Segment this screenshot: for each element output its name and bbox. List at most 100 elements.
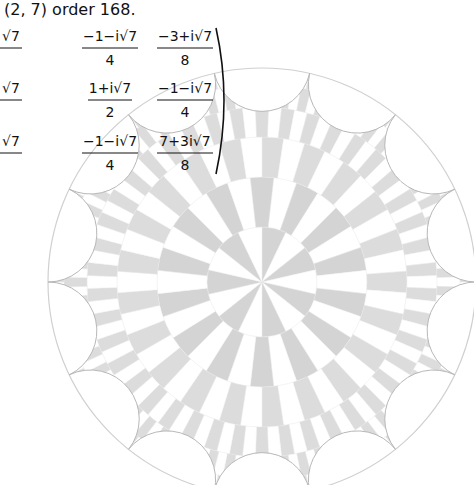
- tile: [48, 250, 67, 259]
- tile: [233, 478, 241, 485]
- tile: [351, 456, 365, 475]
- tile: [87, 150, 105, 166]
- tile: [233, 67, 241, 86]
- tile: [101, 384, 125, 405]
- fraction-bar: [0, 153, 22, 154]
- tile: [58, 206, 77, 218]
- tile: [451, 335, 470, 346]
- tile: [449, 340, 468, 351]
- tile: [434, 304, 458, 317]
- tile: [426, 389, 444, 404]
- tile: [67, 238, 91, 252]
- tile: [294, 476, 303, 485]
- tile: [49, 237, 68, 247]
- tile: [87, 287, 118, 301]
- fraction-bar: [157, 100, 213, 101]
- matrix-entry: √7: [0, 132, 22, 150]
- tile: [437, 267, 460, 277]
- tile: [404, 166, 428, 187]
- tile: [201, 472, 212, 485]
- tile: [443, 357, 462, 370]
- tile: [246, 479, 253, 485]
- tile: [73, 378, 92, 392]
- tile: [84, 394, 102, 409]
- tile: [305, 90, 320, 115]
- tile: [329, 79, 341, 98]
- tile: [148, 95, 163, 114]
- tile: [371, 102, 386, 120]
- tile: [419, 398, 437, 414]
- tile: [176, 100, 194, 125]
- tile: [432, 171, 451, 185]
- tile: [361, 95, 376, 114]
- tile: [454, 323, 473, 333]
- tile: [95, 408, 113, 424]
- tile: [107, 391, 131, 413]
- tile: [159, 431, 179, 456]
- tile: [240, 137, 262, 178]
- tile: [117, 117, 134, 135]
- tile: [459, 300, 474, 308]
- tile: [422, 155, 440, 170]
- tile: [415, 145, 433, 161]
- tile: [54, 218, 73, 229]
- tile: [87, 275, 117, 288]
- tile: [47, 300, 66, 308]
- tile: [204, 449, 219, 474]
- tile: [252, 66, 259, 84]
- tile: [46, 269, 64, 276]
- tile: [65, 295, 89, 307]
- matrix-entry: −1−i√7: [81, 27, 139, 45]
- matrix-entry: 8: [179, 51, 192, 69]
- tile: [189, 468, 201, 485]
- tile: [70, 373, 89, 387]
- polygon-outline: [48, 73, 474, 485]
- tile: [433, 312, 457, 326]
- tile: [459, 294, 474, 302]
- tile: [449, 212, 468, 223]
- tile: [143, 98, 158, 117]
- tile: [312, 472, 323, 485]
- tile: [430, 228, 455, 243]
- tile: [265, 66, 272, 84]
- tile: [409, 175, 433, 195]
- tile: [65, 363, 84, 376]
- tile: [294, 69, 303, 88]
- tile: [138, 444, 153, 462]
- tile: [271, 84, 282, 108]
- tile: [399, 384, 423, 405]
- tile: [387, 398, 410, 420]
- tile: [252, 84, 262, 107]
- title-text: (2, 7) order 168.: [2, 0, 137, 20]
- tile: [96, 377, 120, 398]
- tile: [265, 480, 272, 485]
- tile: [56, 212, 75, 223]
- matrix-entry: √7: [0, 27, 22, 45]
- tile: [283, 67, 291, 86]
- tile: [394, 121, 411, 138]
- tile: [346, 108, 366, 133]
- tile: [340, 462, 353, 481]
- matrix-entry: 4: [179, 103, 192, 121]
- tile: [433, 238, 457, 252]
- tile: [69, 321, 94, 336]
- fraction-bar: [0, 48, 22, 49]
- tile: [104, 417, 121, 434]
- tile: [346, 431, 366, 456]
- tile: [84, 155, 102, 170]
- tile: [242, 456, 253, 480]
- tile-group: [46, 66, 474, 485]
- tile: [334, 81, 347, 100]
- tile: [54, 335, 73, 346]
- tile: [460, 288, 474, 295]
- tile: [239, 67, 247, 85]
- tile: [117, 290, 159, 314]
- tile: [422, 394, 440, 409]
- tile: [60, 200, 79, 212]
- tile: [458, 306, 474, 315]
- tile: [393, 391, 417, 413]
- tile: [259, 66, 265, 84]
- tile: [458, 250, 474, 259]
- tile: [113, 425, 130, 442]
- tile: [242, 84, 253, 108]
